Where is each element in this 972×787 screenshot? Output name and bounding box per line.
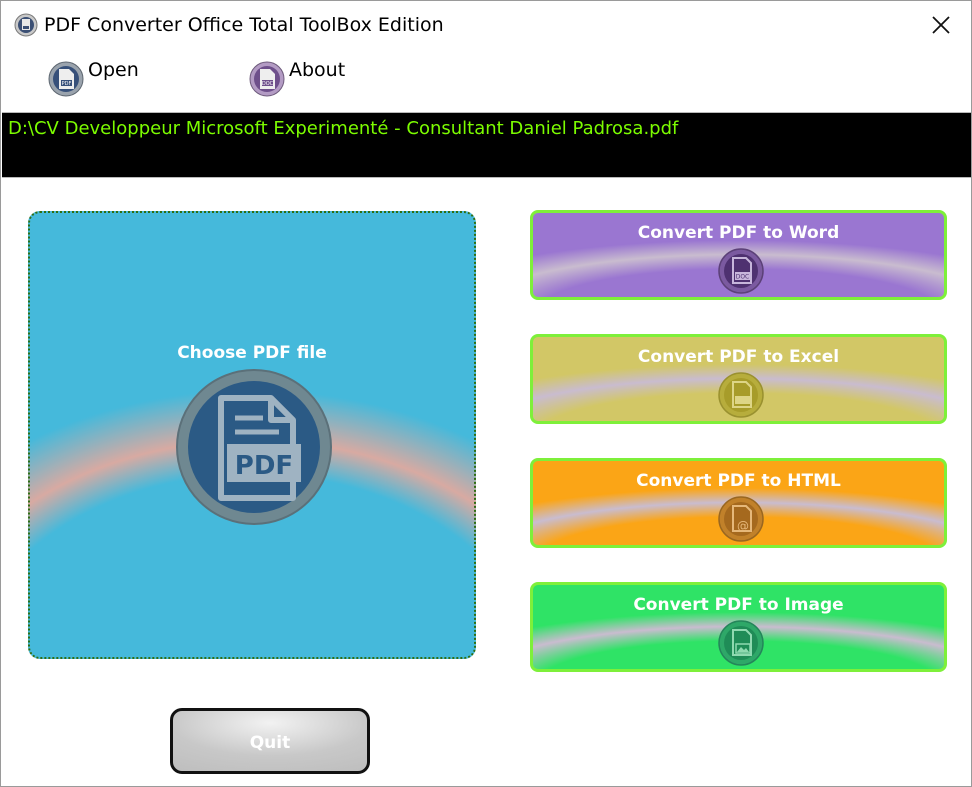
doc-icon-text: DOC	[736, 274, 750, 281]
convert-html-label: Convert PDF to HTML	[636, 471, 841, 491]
menu-open-label: Open	[88, 59, 139, 81]
doc-file-icon: DOC	[249, 61, 285, 97]
svg-text:PDF: PDF	[62, 81, 72, 87]
menu-open[interactable]: PDF Open	[48, 59, 158, 99]
menu-about[interactable]: DOC About	[249, 59, 359, 99]
quit-label: Quit	[249, 733, 291, 753]
pdf-icon-text: PDF	[235, 451, 293, 481]
xls-file-icon	[718, 372, 764, 418]
window-title: PDF Converter Office Total ToolBox Editi…	[44, 14, 444, 36]
menu-about-label: About	[289, 59, 346, 81]
convert-html-button[interactable]: Convert PDF to HTML @	[530, 458, 947, 548]
convert-excel-label: Convert PDF to Excel	[637, 347, 840, 367]
at-icon-text: @	[737, 519, 749, 533]
html-file-icon: @	[718, 496, 764, 542]
file-path-text: D:\CV Developpeur Microsoft Experimenté …	[8, 118, 679, 139]
doc-file-icon: DOC	[718, 248, 764, 294]
convert-image-label: Convert PDF to Image	[633, 595, 844, 615]
choose-pdf-button[interactable]: Choose PDF file PDF	[28, 211, 476, 659]
close-icon	[932, 16, 950, 34]
app-icon	[14, 13, 38, 37]
quit-button[interactable]: Quit	[170, 708, 370, 774]
convert-word-label: Convert PDF to Word	[637, 223, 840, 243]
convert-image-button[interactable]: Convert PDF to Image	[530, 582, 947, 672]
pdf-file-icon: PDF	[176, 369, 332, 525]
convert-word-button[interactable]: Convert PDF to Word DOC	[530, 210, 947, 300]
open-pdf-icon: PDF	[48, 61, 84, 97]
title-bar: PDF Converter Office Total ToolBox Editi…	[1, 1, 971, 51]
choose-pdf-label: Choose PDF file	[177, 343, 327, 363]
image-file-icon	[718, 620, 764, 666]
close-button[interactable]	[917, 1, 965, 49]
file-path-bar: D:\CV Developpeur Microsoft Experimenté …	[2, 112, 971, 178]
svg-text:DOC: DOC	[262, 81, 274, 87]
convert-excel-button[interactable]: Convert PDF to Excel	[530, 334, 947, 424]
